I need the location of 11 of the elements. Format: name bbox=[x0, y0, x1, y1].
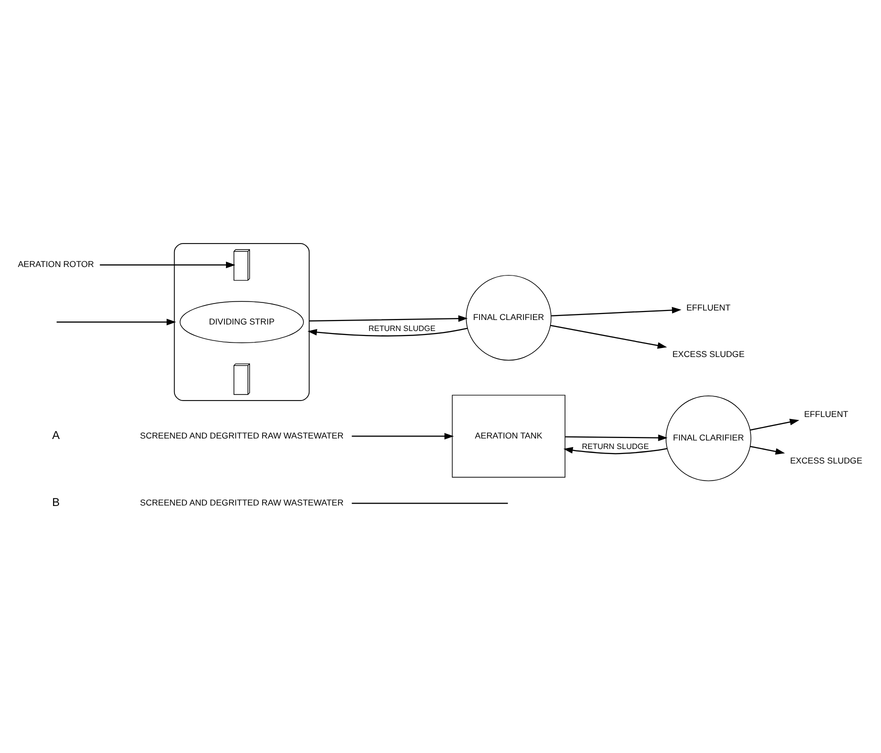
edge-label: RETURN SLUDGE bbox=[582, 441, 649, 450]
edge-label: RETURN SLUDGE bbox=[368, 324, 436, 333]
node-text: SCREENED AND DEGRITTED RAW WASTEWATER bbox=[140, 497, 344, 508]
label: A bbox=[52, 429, 60, 442]
node-text: EXCESS SLUDGE bbox=[672, 348, 745, 359]
node-text: AERATION ROTOR bbox=[18, 258, 94, 269]
node-text: EFFLUENT bbox=[804, 408, 848, 419]
label: B bbox=[52, 496, 60, 509]
node-text: SCREENED AND DEGRITTED RAW WASTEWATER bbox=[140, 430, 344, 440]
node-text: EXCESS SLUDGE bbox=[790, 454, 862, 465]
node-text: EFFLUENT bbox=[686, 302, 731, 312]
